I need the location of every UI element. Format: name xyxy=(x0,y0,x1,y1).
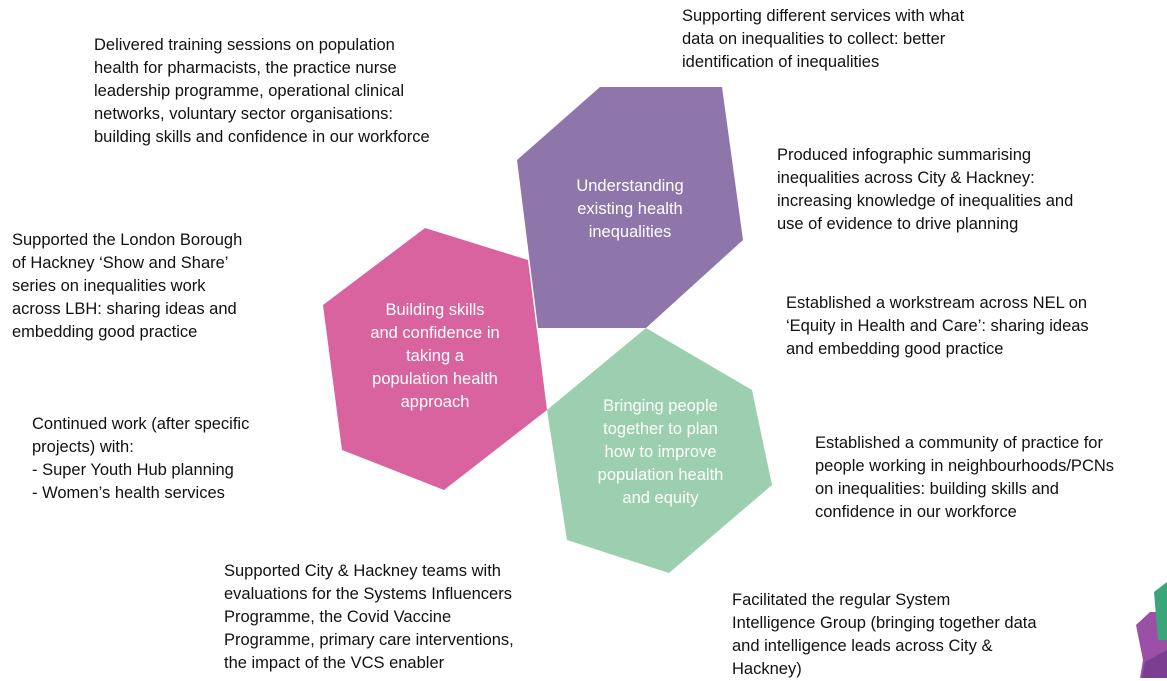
note-infographic: Produced infographic summarising inequal… xyxy=(777,146,1074,233)
note-evaluations: Supported City & Hackney teams with eval… xyxy=(224,562,514,672)
note-data-on-inequalities: Supporting different services with what … xyxy=(682,7,965,71)
note-system-intelligence-group: Facilitated the regular System Intellige… xyxy=(732,591,1037,678)
logo-stripe-dark xyxy=(1142,650,1167,678)
note-training-sessions: Delivered training sessions on populatio… xyxy=(94,36,430,146)
note-show-and-share: Supported the London Borough of Hackney … xyxy=(12,231,243,341)
hex-label-bringing: Bringing people together to plan how to … xyxy=(597,397,724,507)
hex-bringing xyxy=(547,328,772,573)
note-community-of-practice: Established a community of practice for … xyxy=(815,434,1115,521)
hex-label-building: Building skills and confidence in taking… xyxy=(370,301,500,411)
hex-building xyxy=(323,228,547,490)
logo-stripe-green xyxy=(1154,582,1167,640)
hex-understanding xyxy=(517,87,743,328)
note-nel-workstream: Established a workstream across NEL on ‘… xyxy=(786,294,1089,358)
note-continued-work: Continued work (after specific projects)… xyxy=(32,415,250,502)
hex-label-understanding: Understanding existing health inequaliti… xyxy=(576,177,684,241)
